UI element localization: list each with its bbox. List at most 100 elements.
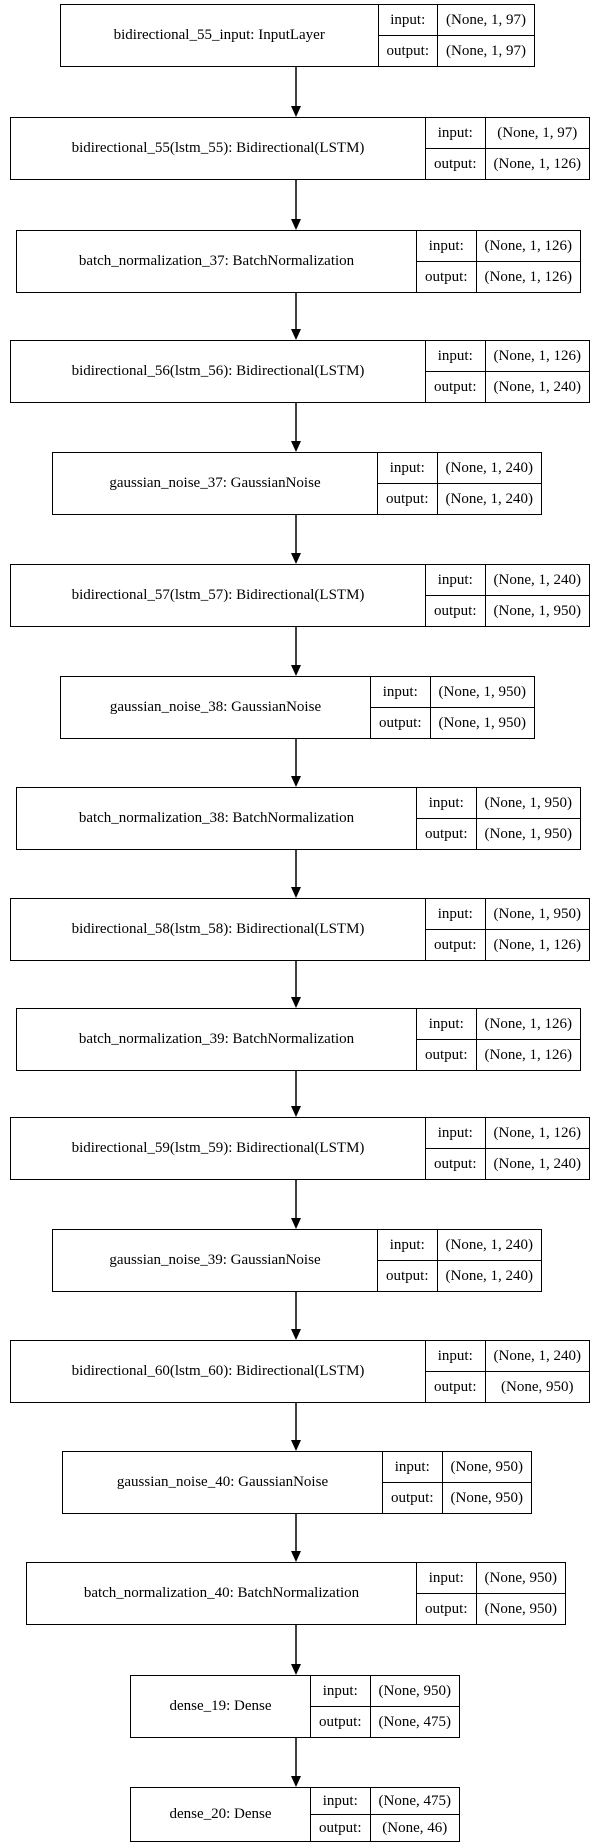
input-shape: (None, 475) (370, 1788, 459, 1815)
output-key: output: (319, 1713, 362, 1730)
io-values: (None, 1, 126)(None, 1, 240) (485, 1118, 589, 1179)
io-keys: input:output: (383, 1452, 443, 1513)
input-shape: (None, 950) (442, 1452, 531, 1483)
output-key: output: (379, 714, 422, 731)
io-values: (None, 950)(None, 950) (476, 1563, 565, 1624)
layer-name: bidirectional_58(lstm_58): Bidirectional… (11, 899, 426, 960)
io-keys: input: output: (311, 1676, 371, 1737)
io-values: (None, 1, 126)(None, 1, 126) (476, 1009, 580, 1070)
layer-node: bidirectional_57(lstm_57): Bidirectional… (10, 564, 590, 627)
input-key: input: (417, 1009, 476, 1040)
output-shape: (None, 1, 126) (484, 1046, 572, 1063)
layer-node: bidirectional_60(lstm_60): Bidirectional… (10, 1340, 590, 1403)
output-shape: (None, 1, 126) (493, 936, 581, 953)
input-shape: (None, 1, 97) (438, 5, 534, 36)
layer-name: bidirectional_57(lstm_57): Bidirectional… (11, 565, 426, 626)
input-shape: (None, 1, 126) (485, 341, 589, 372)
input-key: input: (417, 231, 476, 262)
output-shape: (None, 46) (382, 1819, 448, 1836)
output-shape: (None, 1, 126) (484, 268, 572, 285)
input-key: input: (426, 899, 485, 930)
io-values: (None, 1, 126) (None, 1, 240) (485, 341, 589, 402)
io-values: (None, 1, 240) (None, 950) (485, 1341, 589, 1402)
layer-node: bidirectional_58(lstm_58): Bidirectional… (10, 898, 590, 961)
input-shape: (None, 1, 950) (430, 677, 534, 708)
layer-name: bidirectional_60(lstm_60): Bidirectional… (11, 1341, 426, 1402)
output-shape: (None, 475) (378, 1713, 451, 1730)
output-shape: (None, 950) (501, 1378, 574, 1395)
input-key: input: (426, 1118, 485, 1149)
layer-name: gaussian_noise_38: GaussianNoise (61, 677, 371, 738)
input-key: input: (417, 788, 476, 819)
edge-arrowhead (291, 887, 301, 898)
io-values: (None, 475) (None, 46) (370, 1788, 459, 1841)
io-keys: input: output: (426, 1118, 486, 1179)
input-key: input: (378, 5, 438, 36)
io-values: (None, 1, 240)(None, 1, 950) (485, 565, 589, 626)
layer-node: bidirectional_59(lstm_59): Bidirectional… (10, 1117, 590, 1180)
input-key: input: (311, 1788, 370, 1815)
io-keys: input:output: (417, 1009, 477, 1070)
io-keys: input: output: (417, 788, 477, 849)
input-shape: (None, 1, 950) (485, 899, 589, 930)
input-shape: (None, 1, 240) (485, 1341, 589, 1372)
input-key: input: (426, 1341, 485, 1372)
io-values: (None, 1, 126)(None, 1, 126) (476, 231, 580, 292)
io-keys: input:output: (378, 1230, 438, 1291)
io-keys: input:output: (371, 677, 431, 738)
edge-arrowhead (291, 997, 301, 1008)
io-keys: input: output: (417, 1563, 477, 1624)
layer-node: batch_normalization_39: BatchNormalizati… (16, 1008, 581, 1071)
edge-arrowhead (291, 329, 301, 340)
layer-name: batch_normalization_38: BatchNormalizati… (17, 788, 417, 849)
layer-node: batch_normalization_38: BatchNormalizati… (16, 787, 581, 850)
output-key: output: (434, 602, 477, 619)
layer-name: gaussian_noise_37: GaussianNoise (53, 453, 378, 514)
output-key: output: (425, 1600, 468, 1617)
input-shape: (None, 950) (370, 1676, 459, 1707)
io-keys: input:output: (426, 118, 486, 179)
layer-name: bidirectional_55_input: InputLayer (61, 5, 379, 66)
input-key: input: (378, 453, 437, 484)
layer-node: batch_normalization_37: BatchNormalizati… (16, 230, 581, 293)
io-keys: input: output: (378, 453, 438, 514)
edge-arrowhead (291, 1106, 301, 1117)
output-key: output: (434, 378, 477, 395)
io-values: (None, 1, 950)(None, 1, 950) (476, 788, 580, 849)
input-key: input: (426, 565, 485, 596)
input-shape: (None, 950) (476, 1563, 565, 1594)
output-key: output: (391, 1489, 434, 1506)
output-shape: (None, 1, 240) (445, 1267, 533, 1284)
layer-name: dense_20: Dense (131, 1788, 311, 1841)
output-key: output: (386, 490, 429, 507)
input-key: input: (417, 1563, 476, 1594)
output-key: output: (425, 825, 468, 842)
output-shape: (None, 1, 240) (493, 1155, 581, 1172)
edge-arrowhead (291, 776, 301, 787)
input-key: input: (426, 341, 485, 372)
layer-name: bidirectional_56(lstm_56): Bidirectional… (11, 341, 426, 402)
edge-arrowhead (291, 441, 301, 452)
layer-node: bidirectional_55(lstm_55): Bidirectional… (10, 117, 590, 180)
output-shape: (None, 1, 240) (445, 490, 533, 507)
layer-name: batch_normalization_37: BatchNormalizati… (17, 231, 417, 292)
io-values: (None, 950) (None, 475) (370, 1676, 459, 1737)
layer-name: batch_normalization_39: BatchNormalizati… (17, 1009, 417, 1070)
output-key: output: (434, 1378, 477, 1395)
output-key: output: (386, 42, 430, 59)
output-shape: (None, 1, 240) (493, 378, 581, 395)
input-key: input: (426, 118, 485, 149)
output-shape: (None, 950) (450, 1489, 523, 1506)
edge-arrowhead (291, 1551, 301, 1562)
layer-node: batch_normalization_40: BatchNormalizati… (26, 1562, 566, 1625)
io-keys: input: output: (426, 341, 486, 402)
io-keys: input:output: (417, 231, 477, 292)
io-values: (None, 1, 240)(None, 1, 240) (437, 1230, 541, 1291)
output-key: output: (434, 1155, 477, 1172)
input-key: input: (311, 1676, 370, 1707)
